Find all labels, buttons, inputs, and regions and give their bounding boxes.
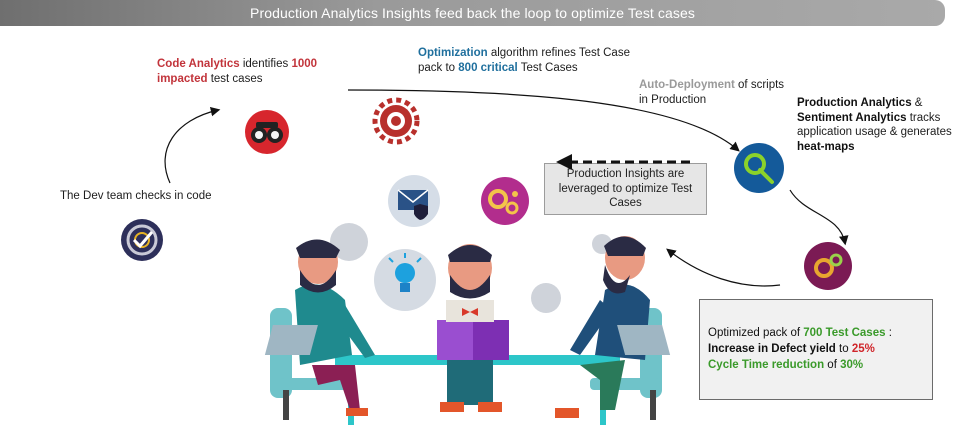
heatmap-gear-icon	[804, 242, 852, 290]
result-line3-mid: of	[824, 359, 841, 371]
production-insights-box: Production Insights are leveraged to opt…	[544, 163, 707, 215]
production-analytics-text: Production Analytics & Sentiment Analyti…	[797, 96, 959, 154]
result-line2-label: Increase in Defect yield	[708, 343, 836, 355]
code-analytics-count: 1000	[291, 58, 318, 70]
result-box: Optimized pack of 700 Test Cases : Incre…	[699, 299, 933, 400]
code-analytics-mid: identifies	[239, 58, 292, 70]
result-line-2: Increase in Defect yield to 25%	[708, 341, 932, 357]
decor-bubble	[330, 223, 368, 261]
code-analytics-label: Code Analytics	[157, 58, 240, 70]
decor-bubble	[592, 234, 612, 254]
result-line-1: Optimized pack of 700 Test Cases :	[708, 325, 932, 341]
arrow-heatmap-to-team	[666, 248, 781, 287]
team-member-middle	[437, 244, 509, 412]
result-line1-post: :	[885, 327, 892, 339]
team-member-left	[264, 239, 375, 420]
binoculars-icon	[245, 110, 289, 154]
target-check-icon	[121, 219, 163, 261]
sentiment-analytics-label: Sentiment Analytics	[797, 111, 907, 124]
optimization-line2-pre: pack to	[418, 61, 459, 74]
result-line1-value: 700 Test Cases	[803, 327, 886, 339]
lightbulb-icon	[374, 249, 436, 311]
auto-deployment-line2: in Production	[639, 93, 707, 106]
production-analytics-line3: application usage & generates	[797, 126, 952, 138]
production-analytics-tracks: tracks	[906, 111, 941, 124]
page-title: Production Analytics Insights feed back …	[0, 0, 945, 26]
production-analytics-heatmaps: heat-maps	[797, 140, 855, 153]
team-member-right	[555, 236, 671, 420]
result-line2-value: 25%	[851, 343, 875, 355]
code-analytics-text: Code Analytics identifies 1000 impacted …	[157, 57, 327, 86]
auto-deployment-line1: of scripts	[734, 79, 785, 91]
code-analytics-rest: test cases	[207, 72, 263, 85]
dev-step-text: The Dev team checks in code	[60, 190, 212, 202]
auto-deployment-label: Auto-Deployment	[639, 79, 735, 91]
auto-deployment-text: Auto-Deployment of scripts in Production	[639, 78, 789, 107]
result-line1-pre: Optimized pack of	[708, 327, 804, 339]
production-analytics-label: Production Analytics	[797, 97, 912, 109]
optimization-line2-rest: Test Cases	[517, 61, 578, 74]
code-analytics-impacted: impacted	[157, 72, 208, 85]
result-line3-value: 30%	[840, 359, 864, 371]
wrench-gear-icon	[734, 143, 784, 193]
optimization-critical: 800 critical	[458, 61, 518, 74]
result-line-3: Cycle Time reduction of 30%	[708, 357, 932, 373]
meeting-table	[335, 355, 620, 425]
production-insights-text: Production Insights are leveraged to opt…	[558, 168, 693, 209]
arrow-dev-to-code	[164, 106, 221, 184]
gears-icon	[481, 177, 529, 225]
result-line3-label: Cycle Time reduction	[708, 359, 825, 371]
optimization-label: Optimization	[418, 47, 488, 59]
gear-icon	[372, 97, 420, 145]
optimization-text: Optimization algorithm refines Test Case…	[418, 46, 658, 75]
email-shield-icon	[388, 175, 440, 227]
result-line2-mid: to	[835, 343, 852, 355]
decor-bubble	[531, 283, 561, 313]
arrow-monitor-to-heatmap	[789, 189, 849, 246]
optimization-line1: algorithm refines Test Case	[487, 47, 630, 59]
production-analytics-amp: &	[911, 97, 923, 109]
